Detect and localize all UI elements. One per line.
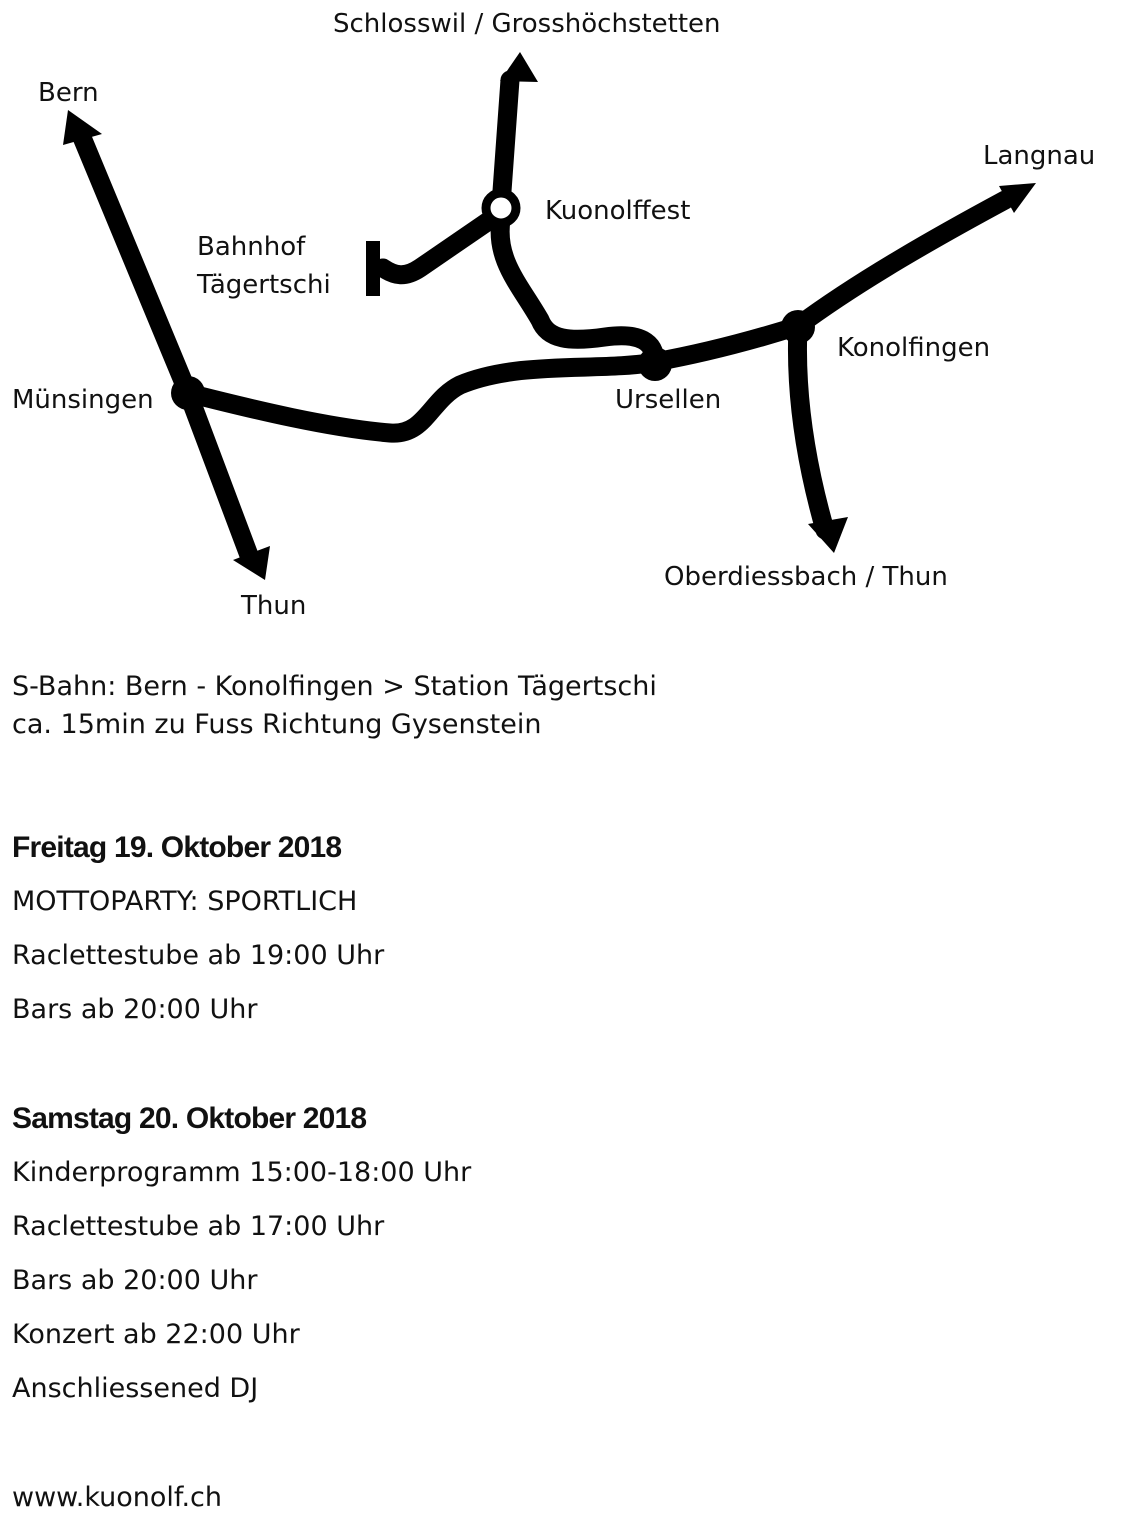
- label-kuonolffest: Kuonolffest: [545, 196, 691, 226]
- arrow-schlosswil-icon: [500, 52, 538, 82]
- node-konolfingen: [781, 310, 815, 344]
- label-muensingen: Münsingen: [12, 385, 154, 415]
- label-taegertschi: Tägertschi: [197, 270, 331, 300]
- road-kuonolffest-bahnhof: [373, 210, 500, 285]
- node-muensingen: [171, 376, 205, 410]
- label-oberdiessbach: Oberdiessbach / Thun: [664, 562, 948, 592]
- label-ursellen: Ursellen: [615, 385, 722, 415]
- arrow-langnau-icon: [999, 183, 1036, 213]
- friday-item: MOTTOPARTY: SPORTLICH: [12, 886, 358, 917]
- label-konolfingen: Konolfingen: [837, 333, 991, 363]
- saturday-item: Kinderprogramm 15:00-18:00 Uhr: [12, 1157, 472, 1188]
- saturday-title: Samstag 20. Oktober 2018: [12, 1102, 367, 1135]
- saturday-item: Raclettestube ab 17:00 Uhr: [12, 1211, 385, 1242]
- node-kuonolffest: [481, 188, 521, 228]
- website-link[interactable]: www.kuonolf.ch: [12, 1482, 223, 1513]
- label-bahnhof: Bahnhof: [197, 232, 306, 262]
- friday-item: Raclettestube ab 19:00 Uhr: [12, 940, 385, 971]
- label-bern: Bern: [38, 78, 99, 108]
- road-kuonolffest-schlosswil: [491, 70, 520, 215]
- arrow-thun-icon: [233, 546, 270, 580]
- saturday-item: Konzert ab 22:00 Uhr: [12, 1319, 300, 1350]
- road-bern-thun: [71, 125, 260, 568]
- node-ursellen: [638, 347, 672, 381]
- arrow-oberdiessbach-icon: [808, 517, 848, 553]
- station-terminal: [366, 241, 380, 296]
- road-konolfingen-oberdiessbach: [787, 316, 835, 540]
- saturday-item: Bars ab 20:00 Uhr: [12, 1265, 258, 1296]
- directions-line-2: ca. 15min zu Fuss Richtung Gysenstein: [12, 709, 542, 740]
- label-schlosswil: Schlosswil / Grosshöchstetten: [333, 9, 721, 39]
- friday-item: Bars ab 20:00 Uhr: [12, 994, 258, 1025]
- label-langnau: Langnau: [983, 141, 1096, 171]
- road-konolfingen-langnau: [788, 190, 1015, 336]
- saturday-item: Anschliessened DJ: [12, 1373, 259, 1404]
- arrow-bern-icon: [63, 110, 102, 145]
- friday-title: Freitag 19. Oktober 2018: [12, 831, 342, 864]
- road-muensingen-konolfingen: [178, 316, 808, 443]
- route-map: [63, 52, 1036, 580]
- label-thun: Thun: [241, 591, 307, 621]
- road-kuonolffest-ursellen: [490, 210, 665, 372]
- directions-line-1: S-Bahn: Bern - Konolfingen > Station Täg…: [12, 671, 657, 702]
